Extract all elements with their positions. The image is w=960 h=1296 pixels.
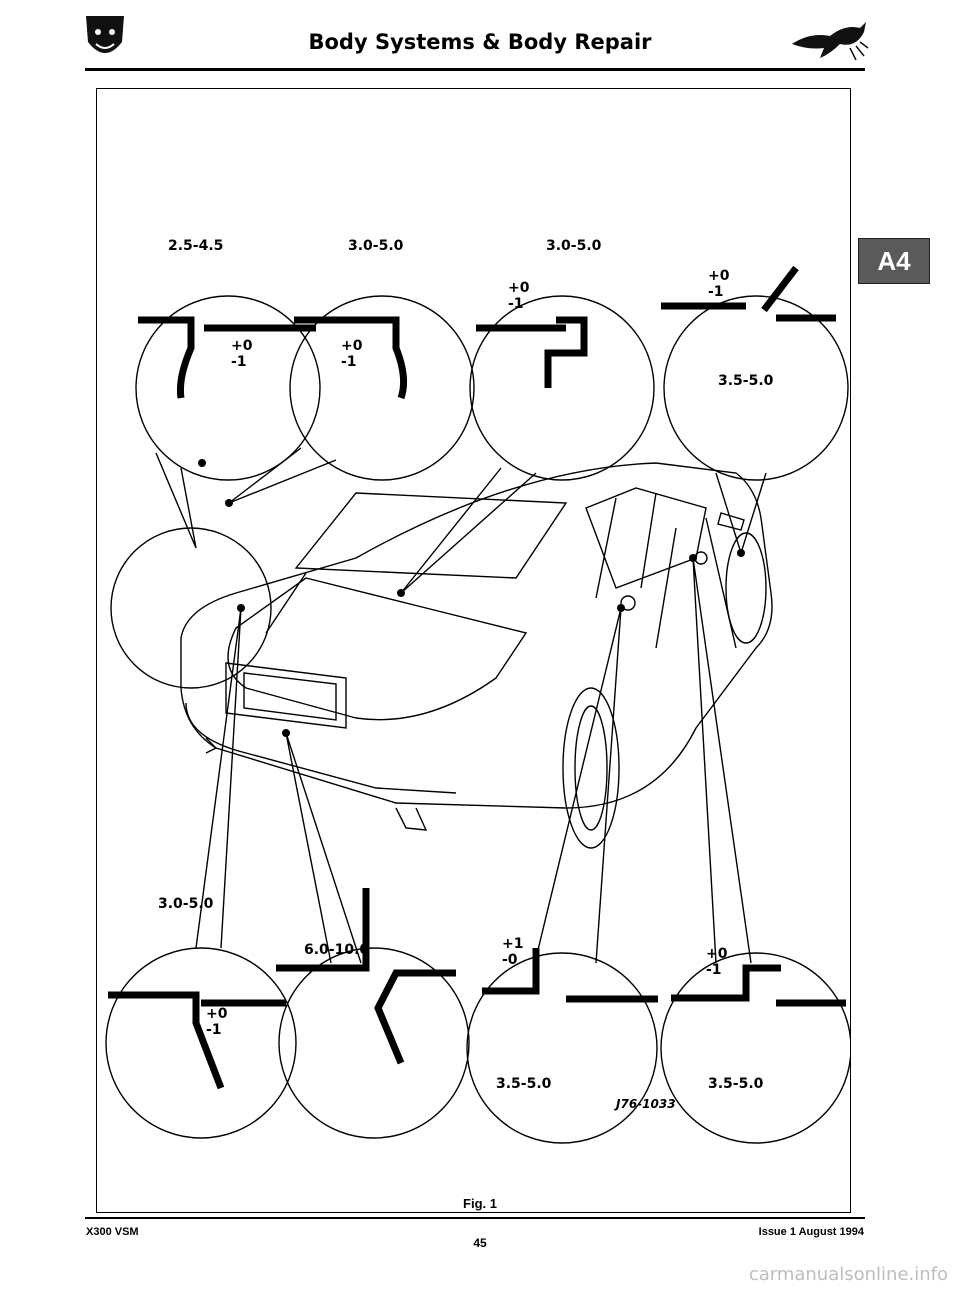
header-rule [85,68,865,71]
figure-caption: Fig. 1 [463,1196,497,1211]
detail-8-flush-plus: +0 [706,946,728,962]
detail-6-gap: 6.0-10.0 [304,942,369,958]
section-tab: A4 [858,238,930,284]
detail-7-flush-minus: -0 [502,952,518,968]
page-number: 45 [473,1236,487,1250]
car-outline [180,462,773,849]
detail-7-gap: 3.5-5.0 [496,1076,552,1092]
detail-1-flush-minus: -1 [231,354,247,370]
detail-4-gap: 3.5-5.0 [718,373,774,389]
jaguar-head-logo [86,16,124,53]
page-title: Body Systems & Body Repair [308,30,652,54]
leaping-jaguar-logo [792,22,869,61]
detail-4-flush-minus: -1 [708,284,724,300]
detail-2-gap: 3.0-5.0 [348,238,404,254]
detail-5-flush-minus: -1 [206,1022,222,1038]
detail-1-gap: 2.5-4.5 [168,238,223,254]
watermark: carmanualsonline.info [748,1264,948,1285]
figure-ref-code: J76-1033 [614,1097,676,1111]
detail-7-flush-plus: +1 [502,936,523,952]
detail-5-gap: 3.0-5.0 [158,896,214,912]
detail-1-flush-plus: +0 [231,338,253,354]
figure-frame [96,88,851,1213]
footer-manual-code: X300 VSM [86,1226,139,1238]
detail-3-flush-plus: +0 [508,280,530,296]
detail-5-flush-plus: +0 [206,1006,228,1022]
detail-8-flush-minus: -1 [706,962,722,978]
footer-issue: Issue 1 August 1994 [758,1226,864,1238]
detail-2-flush-plus: +0 [341,338,363,354]
detail-4-flush-plus: +0 [708,268,730,284]
panel-gap-diagram: 2.5-4.5 +0 -1 3.0-5.0 +0 -1 3.0-5.0 +0 -… [105,238,851,1144]
detail-3-gap: 3.0-5.0 [546,238,602,254]
detail-2-flush-minus: -1 [341,354,357,370]
detail-3-flush-minus: -1 [508,296,524,312]
footer-rule [85,1217,865,1219]
detail-8-gap: 3.5-5.0 [708,1076,764,1092]
